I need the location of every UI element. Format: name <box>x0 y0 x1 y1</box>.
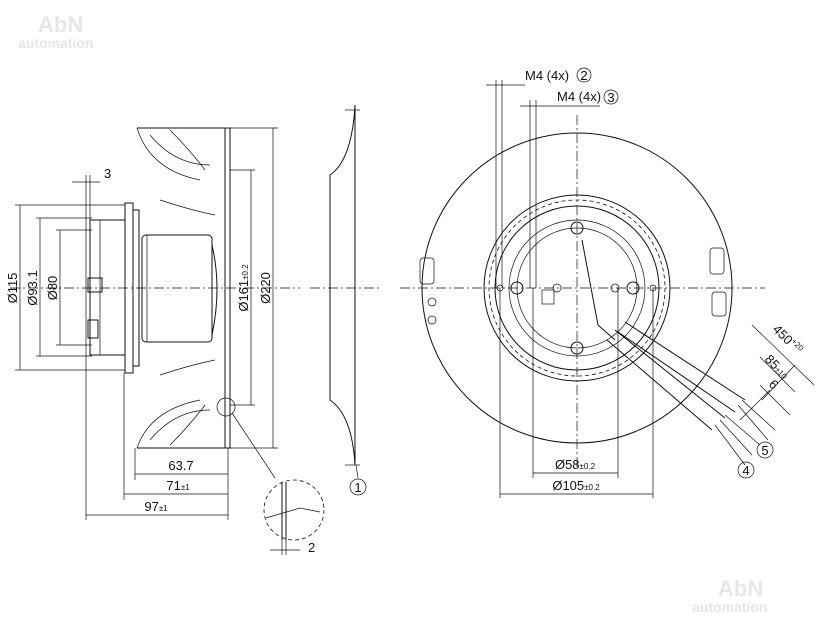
dim-d105: Ø105±0.2 <box>499 288 654 498</box>
svg-text:Ø161±0.2: Ø161±0.2 <box>236 264 251 312</box>
side-view: Ø115 Ø93.1 Ø80 Ø161±0.2 Ø220 3 <box>5 127 300 520</box>
svg-text:6: 6 <box>766 377 782 393</box>
profile-view: 1 <box>310 104 380 496</box>
svg-text:3: 3 <box>104 166 111 181</box>
detail-view: 2 <box>263 479 325 555</box>
dim-d220: Ø220 <box>230 127 278 449</box>
svg-text:M4 (4x): M4 (4x) <box>525 68 569 83</box>
dim-cable-lengths: 450+20 85±10 6 <box>739 322 815 421</box>
svg-text:Ø105±0.2: Ø105±0.2 <box>552 478 600 493</box>
dim-d58: Ø58±0.2 <box>532 288 619 478</box>
svg-text:5: 5 <box>761 443 768 458</box>
svg-text:450+20: 450+20 <box>770 322 806 358</box>
front-view: M4 (4x) 2 M4 (4x) 3 Ø58±0.2 Ø105±0.2 <box>400 67 815 498</box>
svg-text:2: 2 <box>580 68 587 83</box>
svg-text:M4 (4x): M4 (4x) <box>557 89 601 104</box>
dim-d93: Ø93.1 <box>25 217 92 357</box>
svg-text:automation: automation <box>18 35 93 51</box>
dim-d161: Ø161±0.2 <box>230 169 255 406</box>
svg-text:3: 3 <box>607 90 614 105</box>
svg-text:Ø220: Ø220 <box>258 272 273 304</box>
svg-text:2: 2 <box>308 540 315 555</box>
svg-text:63.7: 63.7 <box>168 458 193 473</box>
svg-text:Ø58±0.2: Ø58±0.2 <box>555 457 596 472</box>
dim-w63: 63.7 <box>134 448 229 520</box>
dim-w97: 97±1 <box>86 499 228 516</box>
svg-text:97±1: 97±1 <box>144 499 168 514</box>
callout-5: 5 <box>756 441 774 459</box>
svg-text:Ø115: Ø115 <box>5 273 20 304</box>
callout-4: 4 <box>737 461 755 479</box>
svg-text:automation: automation <box>692 599 767 615</box>
dim-d80: Ø80 <box>45 229 92 346</box>
watermark-bottom-right: AbN automation <box>692 576 767 615</box>
watermark-top-left: AbN automation <box>18 12 93 51</box>
dim-w3: 3 <box>72 166 111 520</box>
svg-text:4: 4 <box>742 463 749 478</box>
svg-text:71±1: 71±1 <box>166 478 190 493</box>
svg-text:AbN: AbN <box>718 576 763 601</box>
svg-text:AbN: AbN <box>38 12 83 37</box>
dim-w71: 71±1 <box>123 373 228 500</box>
svg-text:Ø93.1: Ø93.1 <box>25 270 40 305</box>
svg-text:Ø80: Ø80 <box>45 276 60 301</box>
callout-1: 1 <box>354 480 361 495</box>
dim-m4-2: M4 (4x) 2 <box>486 67 592 288</box>
dim-m4-3: M4 (4x) 3 <box>520 89 619 288</box>
dim-d115: Ø115 <box>5 204 125 371</box>
